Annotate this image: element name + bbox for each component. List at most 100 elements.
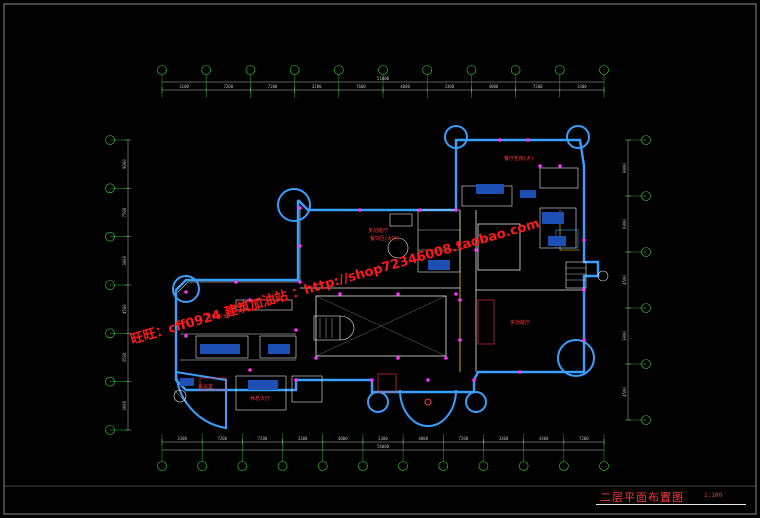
- top-axis-bubble: [201, 65, 211, 75]
- column-marker: [396, 356, 400, 360]
- column-marker: [458, 298, 462, 302]
- title-block: 二层平面布置图 1:100: [596, 488, 746, 506]
- left-axis-bubble: [105, 135, 115, 145]
- column-marker: [426, 378, 430, 382]
- columns: [184, 138, 586, 382]
- right-axis-bubble: [641, 247, 651, 257]
- bottom-axis-bubble: [197, 461, 207, 471]
- bottom-dim-label: 4000: [338, 436, 348, 441]
- column-marker: [294, 328, 298, 332]
- left-dim-label: 7500: [122, 207, 127, 217]
- left-axis-bubble: [105, 280, 115, 290]
- tower-n2: [566, 125, 590, 149]
- right-dim-label: 4500: [622, 387, 627, 397]
- bottom-dim-label: 7200: [459, 436, 469, 441]
- exterior-wall: [174, 138, 600, 394]
- top-axis-bubble: [554, 65, 565, 75]
- column-marker: [294, 378, 298, 382]
- bottom-axis-bubble: [398, 461, 408, 471]
- left-dim-label: 9000: [122, 159, 127, 169]
- column-marker: [582, 288, 586, 292]
- top-dim-label: 7600: [356, 84, 366, 89]
- tower-s2: [465, 391, 487, 413]
- building-plan: [172, 125, 609, 430]
- right-axis-bubble: [641, 415, 651, 425]
- column-marker: [458, 338, 462, 342]
- left-dim-label: 4500: [122, 304, 127, 314]
- column-marker: [538, 164, 542, 168]
- column-marker: [248, 298, 252, 302]
- column-marker: [418, 208, 422, 212]
- tower-w: [172, 275, 200, 303]
- bottom-axis-bubble: [438, 461, 449, 471]
- column-marker: [298, 206, 302, 210]
- bottom-axis-bubble: [559, 461, 569, 471]
- top-dim-label: 7200: [223, 84, 233, 89]
- top-axis-bubble: [466, 65, 477, 75]
- top-dim-label: 3200: [312, 84, 322, 89]
- bottom-axis-bubble: [157, 461, 167, 471]
- bottom-dim-label: 3300: [499, 436, 509, 441]
- top-dim-label: 3100: [179, 84, 189, 89]
- stair-east: [565, 261, 587, 289]
- top-axis-bubble: [599, 65, 609, 75]
- column-marker: [582, 238, 586, 242]
- room-label-left: 健身房(大): [206, 313, 230, 320]
- bottom-dim-label: 4400: [539, 436, 549, 441]
- bottom-axis-bubble: [277, 461, 288, 471]
- bottom-dim-label: 3300: [298, 436, 308, 441]
- column-marker: [358, 208, 362, 212]
- left-axis-bubble: [105, 376, 115, 387]
- top-axis-bubble: [510, 65, 521, 75]
- column-marker: [582, 338, 586, 342]
- top-dim-label: 3300: [577, 84, 587, 89]
- column-marker: [444, 356, 448, 360]
- column-marker: [558, 164, 562, 168]
- top-axis-bubble: [245, 65, 256, 75]
- left-dim-label: 3000: [122, 255, 127, 265]
- tower-sw: [174, 370, 227, 430]
- right-dim-label: 3000: [622, 331, 627, 341]
- room-label-lounge: 休息大厅: [250, 395, 270, 402]
- bottom-axis-bubble: [599, 461, 609, 471]
- bottom-overall-dim: 54000: [377, 444, 390, 449]
- top-overall-dim: 51000: [377, 76, 390, 81]
- toilets: [417, 209, 461, 273]
- title-underline: [596, 504, 746, 505]
- left-axis-bubble: [105, 425, 115, 435]
- column-marker: [498, 138, 502, 142]
- light-well: [477, 223, 521, 271]
- top-axis-bubble: [157, 65, 167, 75]
- atrium-void: [315, 295, 447, 357]
- left-dim-label: 3500: [122, 352, 127, 362]
- column-marker: [454, 292, 458, 296]
- drawing-scale: 1:100: [704, 492, 723, 499]
- top-dim-label: 7200: [268, 84, 278, 89]
- top-axis-bubble: [289, 65, 300, 75]
- tower-nw: [277, 188, 311, 222]
- tower-e: [557, 339, 595, 377]
- stair: [313, 315, 341, 341]
- bottom-axis-bubble: [317, 461, 328, 471]
- room-label-dining-sub: 餐饮区(大厅): [370, 235, 399, 242]
- column-marker: [234, 280, 238, 284]
- right-axis-bubble: [641, 303, 651, 313]
- bottom-axis-bubble: [358, 461, 368, 471]
- bottom-dim-label: 7200: [217, 436, 227, 441]
- column-marker: [298, 280, 302, 284]
- column-marker: [184, 290, 188, 294]
- bottom-dim-label: 4000: [418, 436, 428, 441]
- room-label-right: 多功能厅: [510, 319, 530, 326]
- column-marker: [298, 244, 302, 248]
- column-marker: [474, 248, 478, 252]
- column-marker: [184, 334, 188, 338]
- column-marker: [370, 378, 374, 382]
- top-dim-label: 4000: [400, 84, 410, 89]
- top-dim-label: 4000: [489, 84, 499, 89]
- bottom-axis-bubble: [237, 461, 248, 471]
- column-marker: [338, 292, 342, 296]
- bottom-axis-bubble: [518, 461, 529, 471]
